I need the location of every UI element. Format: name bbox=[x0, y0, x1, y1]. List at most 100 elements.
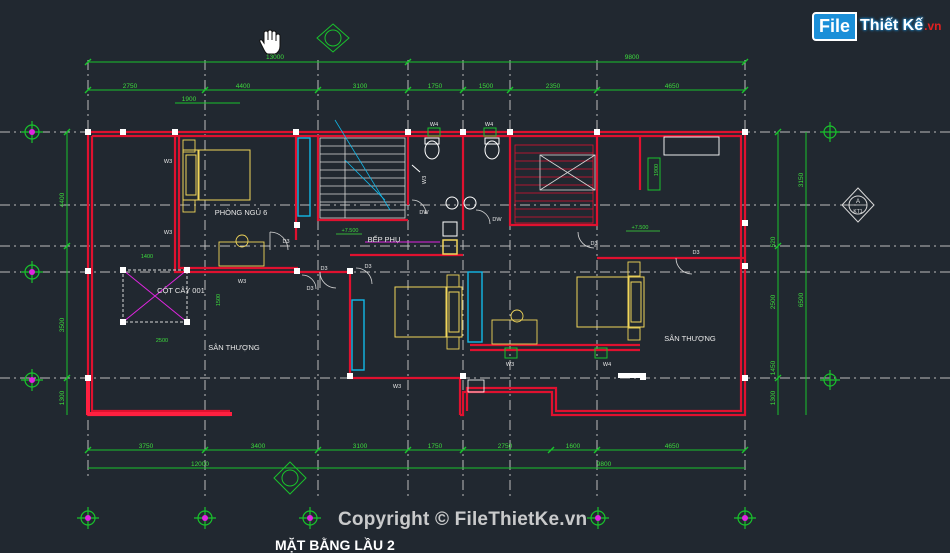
grid-bubble-icon bbox=[820, 122, 840, 142]
wardrobes bbox=[297, 137, 483, 371]
tag-d3-1: D3 bbox=[282, 239, 289, 245]
dim-right-4: 6500 bbox=[798, 292, 805, 307]
dim-top-6: 2350 bbox=[546, 83, 561, 90]
grid-bubbles-left bbox=[21, 121, 43, 391]
tag-w3-1: W3 bbox=[164, 159, 172, 165]
dim-left-3: 1300 bbox=[59, 390, 66, 405]
tag-w3-5: W3 bbox=[506, 362, 514, 368]
tag-d3-5: D3 bbox=[692, 250, 699, 256]
dim-right-3: 2500 bbox=[770, 294, 777, 309]
stairs-right bbox=[514, 144, 596, 224]
green-box-top2 bbox=[483, 127, 497, 137]
grid-bubble-icon bbox=[194, 507, 216, 529]
kitchen-fixture bbox=[442, 239, 458, 255]
dim-bottom-total: 12000 bbox=[191, 461, 209, 468]
grid-bubble-icon bbox=[21, 121, 43, 143]
small-dim-1: 1400 bbox=[141, 254, 153, 260]
grid-bubble-icon bbox=[299, 507, 321, 529]
dim-bottom-7: 4650 bbox=[665, 443, 680, 450]
dim-top-sub: 1900 bbox=[182, 96, 197, 103]
box-left-lower bbox=[467, 379, 485, 393]
dim-top-3: 3100 bbox=[353, 83, 368, 90]
dim-left-2: 3500 bbox=[59, 317, 66, 332]
dim-top-total: 13000 bbox=[266, 54, 284, 61]
small-dim-3: 2500 bbox=[156, 338, 168, 344]
tag-d3-3: D3 bbox=[364, 264, 371, 270]
label-terrace-right: SÂN THƯỢNG bbox=[664, 334, 716, 343]
site-logo[interactable]: File Thiết Kế .vn bbox=[812, 10, 941, 42]
dim-top-2: 4400 bbox=[236, 83, 251, 90]
doors bbox=[269, 199, 693, 290]
green-box-right2 bbox=[594, 347, 608, 359]
dimension-texts-vertical: 4400 3500 1300 3150 520 2500 6500 1450 1… bbox=[59, 172, 805, 405]
tag-w3-6: W3 bbox=[422, 176, 428, 184]
grid-bubbles-bottom bbox=[77, 507, 756, 529]
level-mark-2: +7.500 bbox=[632, 225, 649, 231]
drawing-title: MẶT BẰNG LẦU 2 bbox=[275, 537, 395, 553]
small-dims: 1400 1500 2500 1900 +7.500 +7.500 bbox=[141, 164, 660, 344]
dim-bottom-2: 3400 bbox=[251, 443, 266, 450]
tag-w3-4: W3 bbox=[393, 384, 401, 390]
dim-top-5: 1500 bbox=[479, 83, 494, 90]
dim-bottom-5: 2750 bbox=[498, 443, 513, 450]
level-mark-1: +7.500 bbox=[342, 228, 359, 234]
opening-tags: D3 D3 D3 D3 D3 D3 DW DW W3 W3 W3 W4 W4 W… bbox=[164, 122, 700, 390]
label-bedroom: PHÒNG NGỦ 6 bbox=[215, 208, 268, 217]
logo-brand-text: Thiết Kế bbox=[860, 17, 924, 34]
column-cross bbox=[120, 241, 440, 325]
axis-lines bbox=[0, 60, 950, 500]
white-bar-right bbox=[618, 373, 646, 378]
dim-bottom-1: 3750 bbox=[139, 443, 154, 450]
dim-bottom-3: 3100 bbox=[353, 443, 368, 450]
label-kitchen: BẾP PHỤ bbox=[368, 234, 401, 244]
tag-dw-1: DW bbox=[419, 210, 429, 216]
dim-right-5: 1450 bbox=[770, 360, 777, 375]
walls bbox=[86, 130, 747, 417]
dim-bottom-4: 1750 bbox=[428, 443, 443, 450]
north-arrow-icon bbox=[316, 23, 350, 53]
dim-top-1: 2750 bbox=[123, 83, 138, 90]
tag-w4-1: W4 bbox=[430, 122, 438, 128]
grid-bubble-icon bbox=[820, 370, 840, 390]
bed-left bbox=[182, 149, 251, 201]
dimension-texts: 13000 9800 2750 4400 3100 1750 1500 2350… bbox=[123, 54, 680, 468]
logo-tld-text: .vn bbox=[924, 19, 942, 33]
green-box-top3 bbox=[647, 157, 661, 191]
dimension-ticks bbox=[63, 58, 782, 454]
small-dim-4: 1900 bbox=[654, 164, 660, 176]
north-arrow-icon bbox=[273, 461, 307, 495]
dim-right-6: 1300 bbox=[770, 390, 777, 405]
dim-bottom-total-right: 9800 bbox=[597, 461, 612, 468]
green-box-top1 bbox=[427, 127, 441, 137]
grid-bubble-icon bbox=[734, 507, 756, 529]
tag-w4-3: W4 bbox=[603, 362, 611, 368]
dim-right-1: 3150 bbox=[798, 172, 805, 187]
bathroom-fixtures bbox=[411, 137, 500, 237]
tag-dw-2: DW bbox=[492, 217, 502, 223]
label-terrace-left: SÂN THƯỢNG bbox=[208, 343, 260, 352]
grid-bubble-icon bbox=[587, 507, 609, 529]
copyright-watermark: Copyright © FileThietKe.vn bbox=[338, 509, 588, 530]
label-column: CỘT CÂY 001 bbox=[157, 286, 205, 295]
room-labels: PHÒNG NGỦ 6 CỘT CÂY 001 SÂN THƯỢNG SÂN T… bbox=[157, 208, 716, 352]
grid-bubbles-right bbox=[820, 122, 840, 390]
grid-bubble-icon bbox=[21, 261, 43, 283]
dimension-lines bbox=[66, 61, 807, 469]
bed-right bbox=[576, 276, 645, 328]
tag-w3-3: W3 bbox=[238, 279, 246, 285]
tag-d3-4: D3 bbox=[590, 241, 597, 247]
tag-w3-2: W3 bbox=[164, 230, 172, 236]
dim-top-7: 4650 bbox=[665, 83, 680, 90]
tag-d3-2: D3 bbox=[320, 266, 327, 272]
grid-bubble-icon bbox=[77, 507, 99, 529]
logo-file-text: File bbox=[812, 11, 858, 41]
bed-center bbox=[394, 286, 463, 338]
tag-w4-2: W4 bbox=[485, 122, 493, 128]
stairs-left bbox=[319, 119, 406, 219]
dim-top-total-right: 9800 bbox=[625, 54, 640, 61]
section-letter: A bbox=[856, 199, 860, 205]
hand-cursor-icon[interactable] bbox=[259, 29, 281, 55]
dim-bottom-6: 1600 bbox=[566, 443, 581, 450]
dim-right-2: 520 bbox=[770, 236, 777, 247]
